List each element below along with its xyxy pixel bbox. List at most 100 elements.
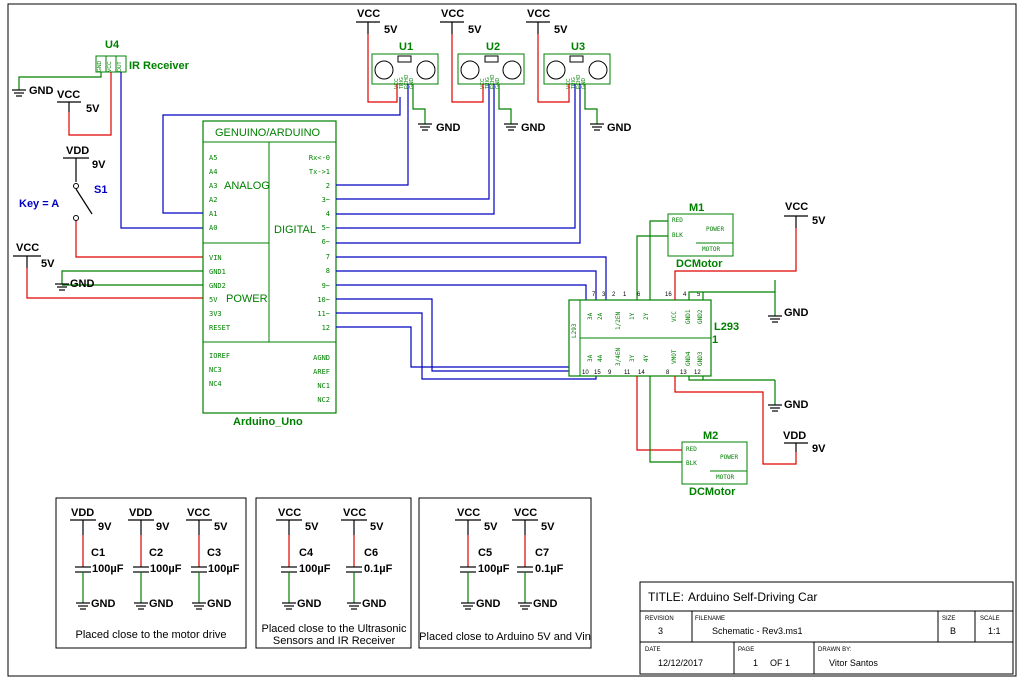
cap-value: 100µF	[92, 563, 124, 575]
cap-group-motor-drive: VDD 9V C1 100µF GND VDD 9V C2 100µF GND	[55, 497, 247, 649]
arduino-gnd-symbol: GND	[55, 278, 95, 291]
switch-key: Key = A	[19, 198, 59, 210]
5v-label: 5V	[41, 258, 55, 270]
5v-label: 5V	[468, 24, 482, 36]
pin-d6: 6~	[322, 238, 330, 246]
scale-label: SCALE	[980, 616, 1000, 622]
drawn-by-label: DRAWN BY:	[818, 647, 852, 653]
m2-red: RED	[686, 446, 697, 453]
page-label: PAGE	[738, 647, 754, 653]
cap-ref: C7	[535, 547, 549, 559]
l293-pin-num: 6	[637, 292, 641, 298]
ultrasonic-u1: U1 VCC TRIG ECHO GND	[371, 41, 439, 90]
u1-gnd-symbol: GND	[418, 122, 461, 134]
filename-value: Schematic - Rev3.ms1	[712, 626, 803, 636]
u3-vcc-symbol: VCC 5V	[526, 8, 568, 36]
5v-label: 5V	[554, 24, 568, 36]
cap-group-arduino: VCC 5V C5 100µF GND VCC 5V C7 0.1µF GND …	[418, 497, 592, 649]
l293-side-label: L293	[571, 323, 578, 338]
u2-pin-vcc: VCC	[480, 78, 486, 89]
m2-ref: M2	[703, 430, 718, 442]
u1-ref: U1	[399, 41, 413, 53]
u2-pin-trig: TRIG	[485, 77, 491, 89]
cap-volt: 5V	[484, 521, 498, 533]
l293-top-pin: 2Y	[643, 312, 650, 320]
l293-vcc-symbol: VCC 5V	[784, 201, 826, 228]
l293-unit: 1	[712, 334, 718, 346]
m2-motor: MOTOR	[716, 474, 734, 481]
cap-c7: VCC 5V C7 0.1µF GND	[512, 507, 564, 610]
gnd-label: GND	[476, 598, 501, 610]
u3-pin-echo: ECHO	[576, 74, 582, 89]
u3-gnd-symbol: GND	[590, 122, 632, 134]
cap-supply: VDD	[129, 507, 152, 519]
u3-pin-trig: TRIG	[571, 77, 577, 89]
cap-volt: 9V	[156, 521, 170, 533]
gnd-label: GND	[362, 598, 387, 610]
vcc-label: VCC	[357, 8, 380, 20]
u3-ref: U3	[571, 41, 585, 53]
pin-d7: 7	[326, 253, 330, 261]
switch-ref: S1	[94, 184, 107, 196]
pin-d11: 11~	[317, 310, 330, 318]
cap-volt: 5V	[370, 521, 384, 533]
9v-label: 9V	[812, 443, 826, 455]
gnd-label: GND	[297, 598, 322, 610]
u2-ref: U2	[486, 41, 500, 53]
l293-pin-num: 7	[592, 292, 596, 298]
pin-nc3: NC3	[209, 366, 222, 374]
vcc-label: VCC	[57, 89, 80, 101]
drawn-by-value: Vitor Santos	[829, 658, 878, 668]
gnd-label: GND	[533, 598, 558, 610]
gnd-label: GND	[91, 598, 116, 610]
u1-pin-gnd: GND	[409, 78, 415, 90]
size-label: SIZE	[942, 616, 955, 622]
cap-volt: 5V	[541, 521, 555, 533]
revision-label: REVISION	[645, 616, 674, 622]
cap-volt: 5V	[214, 521, 228, 533]
scale-value: 1:1	[988, 626, 1001, 636]
pin-nc2: NC2	[317, 396, 330, 404]
title-value: Arduino Self-Driving Car	[688, 590, 817, 604]
motor-m2: M2 RED BLK POWER MOTOR DCMotor	[681, 430, 748, 498]
l293-pin-num: 11	[624, 370, 631, 376]
revision-value: 3	[658, 626, 663, 636]
title-label: TITLE:	[648, 590, 684, 604]
cap-supply: VCC	[187, 507, 210, 519]
vcc-label: VCC	[527, 8, 550, 20]
cap-group2-caption-1: Placed close to the Ultrasonic	[262, 623, 407, 635]
l293-top-pin: 3A	[587, 312, 594, 320]
gnd-label: GND	[70, 278, 95, 290]
l293-top-pin: VCC	[671, 311, 678, 322]
5v-label: 5V	[812, 215, 826, 227]
l293-pin-num: 13	[680, 370, 687, 376]
l293-pin-num: 8	[666, 370, 670, 376]
m1-red: RED	[672, 217, 683, 224]
gnd-label: GND	[207, 598, 232, 610]
cap-ref: C1	[91, 547, 105, 559]
l293-pin-num: 10	[582, 370, 589, 376]
l293-gnd-bottom-symbol: GND	[768, 399, 809, 412]
l293-pin-num: 4	[683, 292, 687, 298]
pin-vin: VIN	[209, 254, 222, 262]
page-value: 1	[753, 658, 758, 668]
l293-pin-num: 9	[608, 370, 612, 376]
cap-c5: VCC 5V C5 100µF GND	[455, 507, 510, 610]
m2-power: POWER	[720, 454, 738, 461]
u1-vcc-symbol: VCC 5V	[356, 8, 398, 36]
u3-pin-gnd: GND	[581, 78, 587, 90]
gnd-label: GND	[784, 399, 809, 411]
cap-supply: VDD	[71, 507, 94, 519]
pin-a3: A3	[209, 182, 217, 190]
cap-ref: C3	[207, 547, 221, 559]
vdd-label: VDD	[783, 430, 806, 442]
u3-pin-vcc: VCC	[566, 78, 572, 89]
pin-a2: A2	[209, 196, 217, 204]
pin-d8: 8	[326, 267, 330, 275]
date-value: 12/12/2017	[658, 658, 703, 668]
l293-bottom-pin: GND3	[697, 351, 704, 366]
m1-power: POWER	[706, 226, 724, 233]
vdd-label: VDD	[66, 145, 89, 157]
